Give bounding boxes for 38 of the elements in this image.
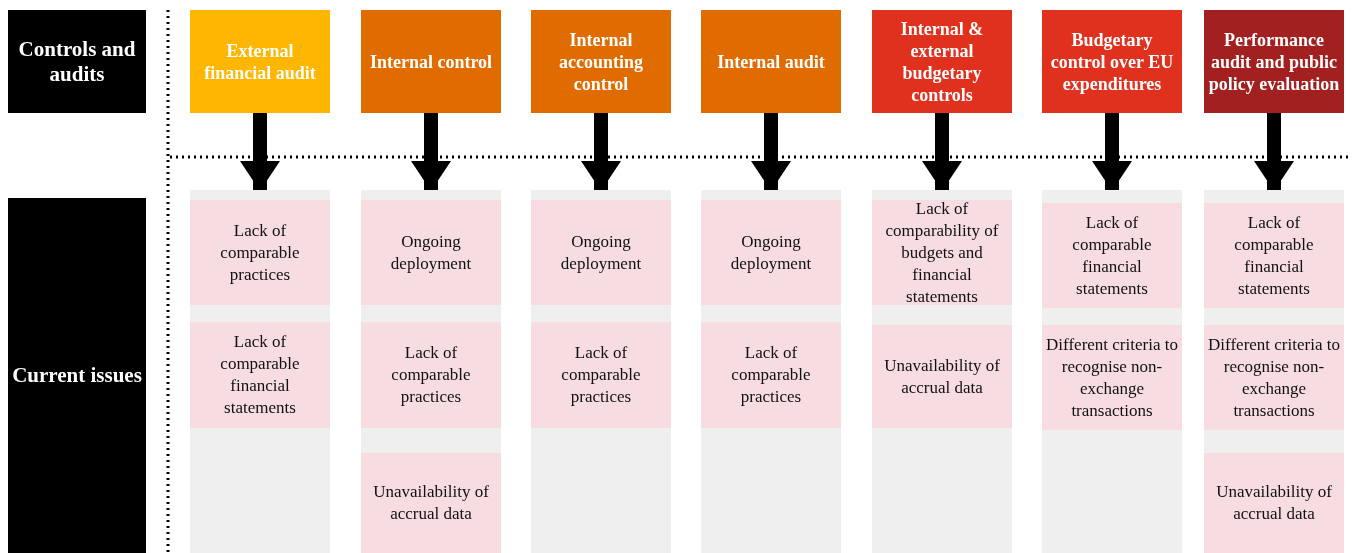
issue-box: Ongoing deployment [701,200,841,305]
down-arrow [240,113,280,191]
issue-box: Lack of comparable practices [190,200,330,305]
down-arrow [751,113,791,191]
issue-box: Different criteria to recognise non-exchange transactions [1042,325,1182,430]
issue-box: Lack of comparable practices [531,322,671,428]
row-label-box: Controls and audits [8,10,146,113]
column-background [701,190,841,553]
issue-box: Lack of comparability of budgets and financial statements [872,200,1012,305]
column-background [361,190,501,553]
issue-box: Unavailability of accrual data [1204,453,1344,553]
column-background [190,190,330,553]
row-label-box: Current issues [8,198,146,553]
issue-box: Ongoing deployment [361,200,501,305]
column-background [531,190,671,553]
header-box: Performance audit and public policy evaluation [1204,10,1344,113]
column-background [1042,190,1182,553]
header-box: Budgetary control over EU expenditures [1042,10,1182,113]
issue-box: Lack of comparable practices [361,322,501,428]
down-arrow [922,113,962,191]
issue-box: Unavailability of accrual data [872,325,1012,428]
header-box: Internal accounting control [531,10,671,113]
issue-box: Lack of comparable practices [701,322,841,428]
issue-box: Lack of comparable financial statements [1042,203,1182,308]
issue-box: Ongoing deployment [531,200,671,305]
issue-box: Lack of comparable financial statements [1204,203,1344,308]
down-arrow [1254,113,1294,191]
column-background [1204,190,1344,553]
issue-box: Unavailability of accrual data [361,453,501,553]
header-box: External financial audit [190,10,330,113]
header-box: Internal audit [701,10,841,113]
column-background [872,190,1012,553]
down-arrow [411,113,451,191]
issue-box: Different criteria to recognise non-exchange transactions [1204,325,1344,430]
header-box: Internal control [361,10,501,113]
down-arrow [581,113,621,191]
issue-box: Lack of comparable financial statements [190,322,330,428]
header-box: Internal & external budgetary controls [872,10,1012,113]
